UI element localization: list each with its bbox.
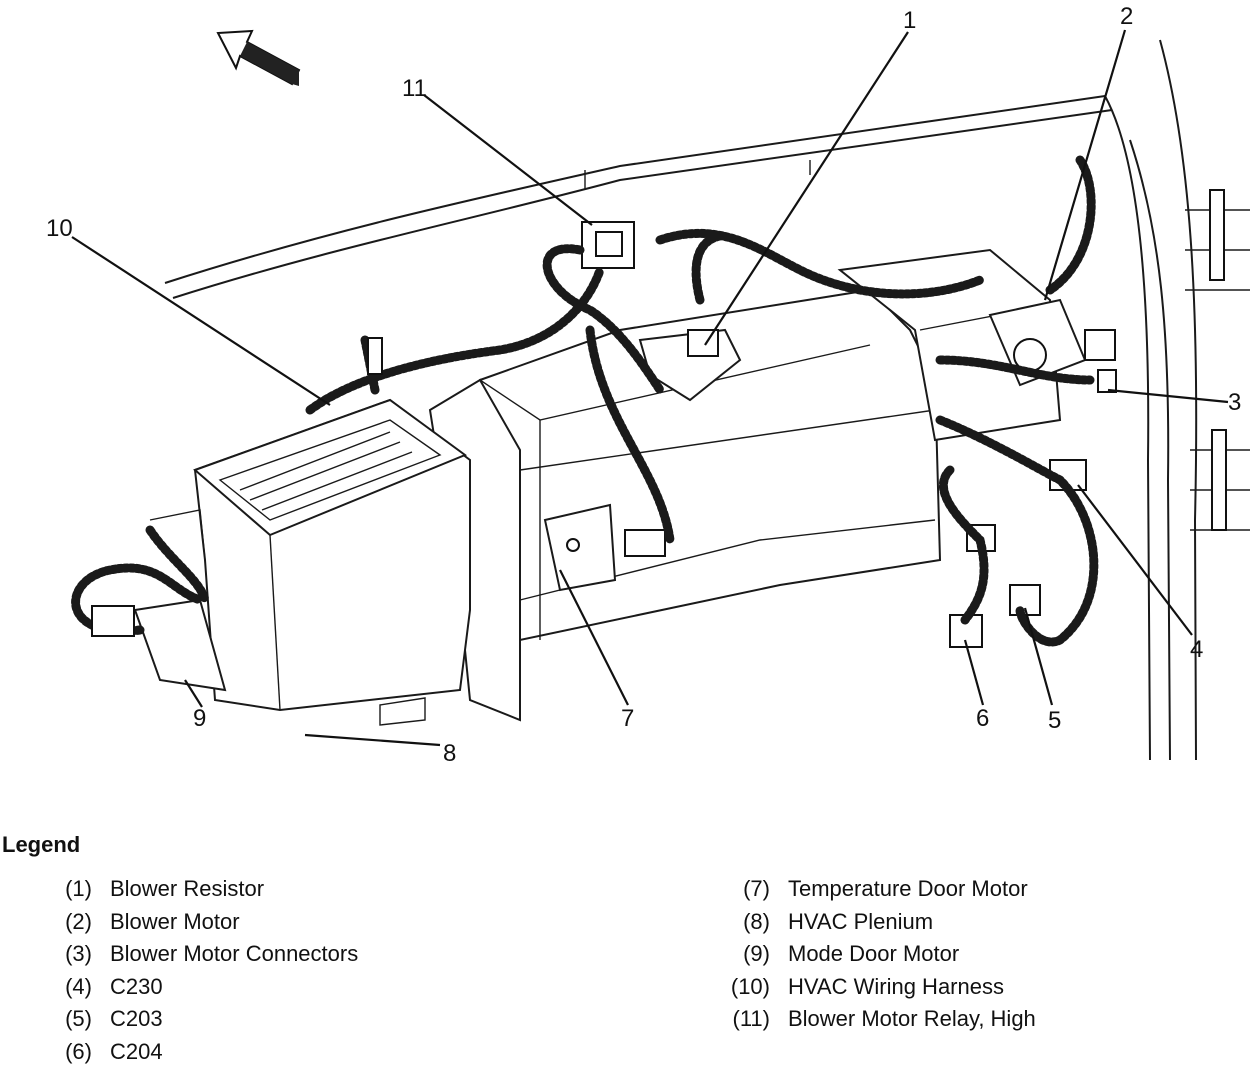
legend-label: HVAC Plenium — [788, 909, 933, 935]
legend-number: (10) — [718, 974, 788, 1000]
legend-item: (8) HVAC Plenium — [718, 909, 1036, 942]
legend-item: (9) Mode Door Motor — [718, 941, 1036, 974]
legend-label: Blower Motor — [110, 909, 240, 935]
callout-8: 8 — [443, 740, 456, 767]
legend-item: (5) C203 — [50, 1006, 358, 1039]
callout-11: 11 — [402, 75, 427, 102]
connector-c204 — [950, 525, 995, 647]
legend-item: (10) HVAC Wiring Harness — [718, 974, 1036, 1007]
callout-9: 9 — [193, 705, 206, 732]
legend-column-left: (1) Blower Resistor (2) Blower Motor (3)… — [50, 876, 358, 1071]
callout-1: 1 — [903, 7, 916, 34]
legend-label: Mode Door Motor — [788, 941, 959, 967]
forward-arrow-icon — [218, 31, 299, 86]
legend-label: C203 — [110, 1006, 163, 1032]
legend-label: C204 — [110, 1039, 163, 1065]
legend-label: Temperature Door Motor — [788, 876, 1028, 902]
legend-number: (11) — [718, 1006, 788, 1032]
legend-number: (9) — [718, 941, 788, 967]
callout-10: 10 — [46, 215, 73, 242]
hvac-module-housing — [430, 250, 1060, 720]
legend-number: (6) — [50, 1039, 110, 1065]
legend-item: (6) C204 — [50, 1039, 358, 1071]
legend-number: (3) — [50, 941, 110, 967]
legend-label: Blower Resistor — [110, 876, 264, 902]
legend-label: Blower Motor Connectors — [110, 941, 358, 967]
legend-column-right: (7) Temperature Door Motor (8) HVAC Plen… — [718, 876, 1036, 1039]
legend-item: (3) Blower Motor Connectors — [50, 941, 358, 974]
legend-item: (2) Blower Motor — [50, 909, 358, 942]
legend-label: HVAC Wiring Harness — [788, 974, 1004, 1000]
callout-3: 3 — [1228, 389, 1241, 416]
legend-number: (1) — [50, 876, 110, 902]
legend-label: C230 — [110, 974, 163, 1000]
legend-item: (4) C230 — [50, 974, 358, 1007]
callout-7: 7 — [621, 705, 634, 732]
legend-number: (4) — [50, 974, 110, 1000]
callout-6: 6 — [976, 705, 989, 732]
legend-number: (7) — [718, 876, 788, 902]
hvac-component-diagram: 1 2 3 4 5 6 7 8 9 10 11 — [0, 0, 1254, 800]
legend-item: (11) Blower Motor Relay, High — [718, 1006, 1036, 1039]
legend-label: Blower Motor Relay, High — [788, 1006, 1036, 1032]
legend-item: (1) Blower Resistor — [50, 876, 358, 909]
legend-number: (8) — [718, 909, 788, 935]
legend-title: Legend — [2, 832, 80, 858]
blower-motor-relay-high — [582, 222, 634, 268]
legend-item: (7) Temperature Door Motor — [718, 876, 1036, 909]
callout-5: 5 — [1048, 707, 1061, 734]
legend-number: (2) — [50, 909, 110, 935]
legend-number: (5) — [50, 1006, 110, 1032]
callout-2: 2 — [1120, 3, 1133, 30]
callout-4: 4 — [1190, 636, 1203, 663]
